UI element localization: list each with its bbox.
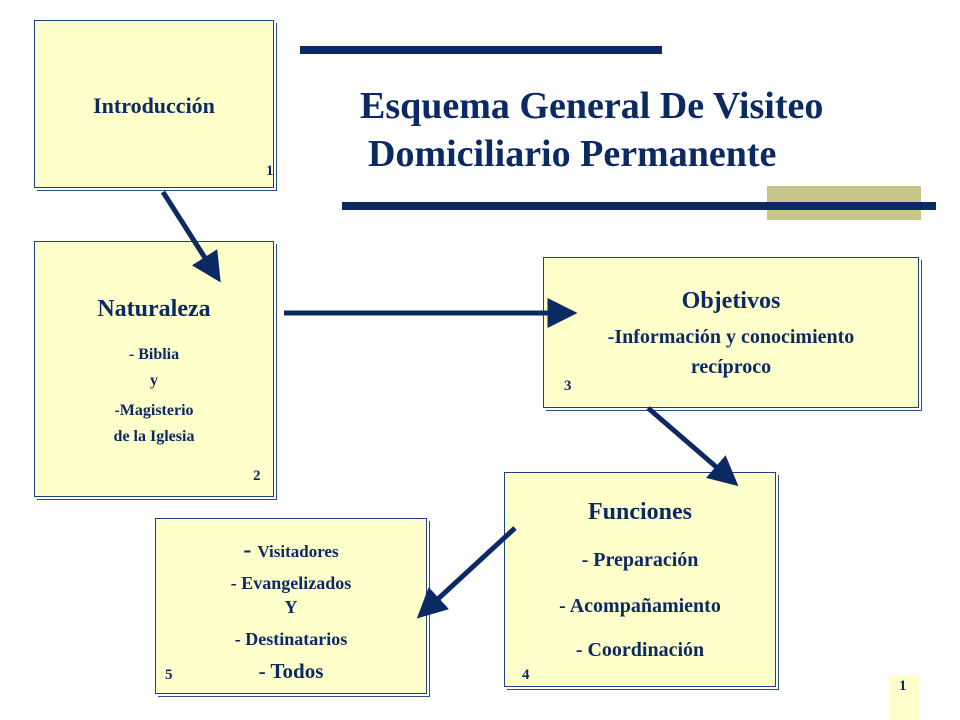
box-naturaleza: Naturaleza - Biblia y -Magisterio de la … (34, 241, 274, 497)
box-line: - Coordinación (575, 639, 705, 661)
box-line: de la Iglesia (113, 428, 195, 445)
box-heading: Introducción (93, 93, 215, 118)
page-title: Esquema General De Visiteo Domiciliario … (320, 82, 920, 178)
box-line-text: Visitadores (257, 542, 339, 561)
box-line: recíproco (690, 356, 772, 378)
box-heading: Objetivos (681, 288, 781, 314)
arrow-funciones-to-visitadores (416, 526, 517, 619)
box-line: - Destinatarios (234, 629, 348, 649)
box-line: y (150, 372, 158, 389)
box-introduccion: Introducción 1 (34, 20, 274, 188)
title-line-1: Esquema General De Visiteo (360, 85, 824, 127)
box-line: -Información y conocimiento (607, 326, 855, 348)
box-line: - Biblia (128, 346, 180, 363)
box-line: -Magisterio (114, 402, 194, 419)
box-line: - Evangelizados (230, 573, 352, 593)
box-number: 5 (165, 667, 173, 683)
arrow-introduccion-to-naturaleza (160, 190, 221, 283)
box-funciones: Funciones - Preparación - Acompañamiento… (504, 472, 776, 687)
box-number: 4 (522, 667, 530, 683)
slide-number: 1 (899, 678, 907, 694)
box-line: - Todos (258, 659, 324, 683)
title-bar-top (300, 46, 662, 54)
title-bar-bottom (342, 202, 936, 210)
box-number: 2 (253, 468, 261, 484)
box-dash: - (243, 537, 258, 563)
box-heading: Funciones (587, 499, 692, 525)
box-objetivos: Objetivos -Información y conocimiento re… (543, 257, 919, 408)
slide-number-block (889, 676, 919, 720)
box-heading: Naturaleza (97, 296, 211, 322)
box-line: - Visitadores (156, 537, 426, 564)
arrow-objetivos-to-funciones (646, 406, 739, 487)
box-line: - Acompañamiento (559, 595, 721, 617)
box-visitadores: - Visitadores - Evangelizados Y - Destin… (155, 518, 427, 694)
box-number: 3 (564, 378, 572, 394)
title-line-2: Domiciliario Permanente (368, 133, 777, 175)
box-line: - Preparación (581, 549, 699, 571)
box-number: 1 (266, 163, 274, 179)
box-line: Y (284, 597, 298, 617)
